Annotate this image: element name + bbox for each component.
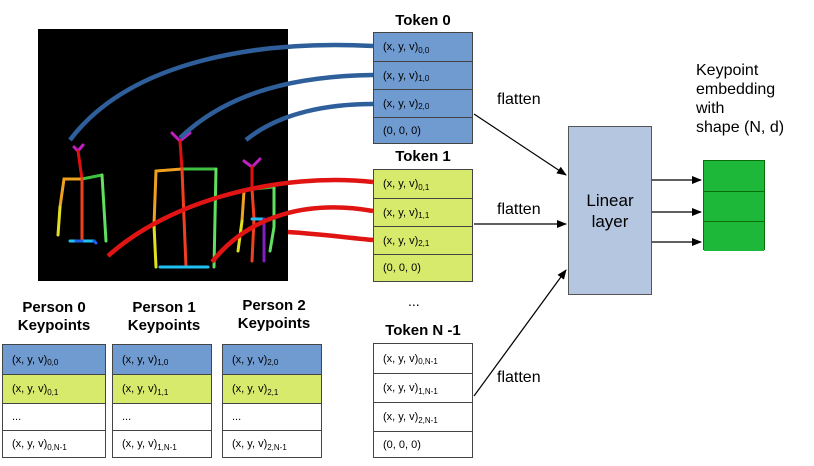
person-0-row-2: ...	[3, 403, 105, 430]
person-0-row-0: (x, y, v)0,0	[3, 345, 105, 374]
token-n-table: (x, y, v)0,N-1 (x, y, v)1,N-1 (x, y, v)2…	[373, 343, 473, 458]
token-n-row-3: (0, 0, 0)	[374, 431, 472, 457]
embedding-cell-1	[704, 191, 764, 221]
token-0-title: Token 0	[395, 12, 451, 29]
connector-blue-person-2	[244, 101, 374, 142]
token-1-row-3: (0, 0, 0)	[374, 254, 472, 281]
token-1-row-0: (x, y, v)0,1	[374, 170, 472, 198]
connector-red-person-0	[106, 177, 374, 258]
connector-blue-person-1	[178, 72, 374, 140]
person-1-row-3: (x, y, v)1,N-1	[113, 430, 211, 457]
embedding-cell-2	[704, 221, 764, 251]
token-1-table: (x, y, v)0,1 (x, y, v)1,1 (x, y, v)2,1 (…	[373, 169, 473, 282]
linear-layer-box: Linear layer	[568, 126, 652, 295]
person-1-row-0: (x, y, v)1,0	[113, 345, 211, 374]
flatten-label-0: flatten	[497, 91, 541, 108]
token-0-row-3: (0, 0, 0)	[374, 117, 472, 143]
token-0-row-2: (x, y, v)2,0	[374, 89, 472, 117]
person-2-table: (x, y, v)2,0 (x, y, v)2,1 ... (x, y, v)2…	[222, 344, 322, 458]
token-n-row-2: (x, y, v)2,N-1	[374, 402, 472, 431]
connector-blue-person-0	[68, 42, 374, 142]
token-1-title: Token 1	[395, 148, 451, 165]
person-2-row-1: (x, y, v)2,1	[223, 374, 321, 403]
person-0-table: (x, y, v)0,0 (x, y, v)0,1 ... (x, y, v)0…	[2, 344, 106, 458]
flatten-label-1: flatten	[497, 201, 541, 218]
linear-layer-line2: layer	[591, 211, 629, 231]
embedding-cell-0	[704, 161, 764, 191]
token-n-title: Token N -1	[385, 322, 461, 339]
token-0-row-1: (x, y, v)1,0	[374, 61, 472, 89]
skeleton-person-1	[152, 131, 218, 269]
token-0-row-0: (x, y, v)0,0	[374, 33, 472, 61]
token-1-row-1: (x, y, v)1,1	[374, 198, 472, 226]
person-1-row-2: ...	[113, 403, 211, 430]
person-1-title: Person 1 Keypoints	[127, 299, 201, 334]
linear-layer-line1: Linear	[586, 190, 634, 210]
arrow-tokenN-to-linear	[473, 269, 567, 397]
person-2-row-0: (x, y, v)2,0	[223, 345, 321, 374]
person-1-row-1: (x, y, v)1,1	[113, 374, 211, 403]
token-ellipsis: ...	[408, 293, 420, 309]
person-2-row-2: ...	[223, 403, 321, 430]
arrow-token0-to-linear	[473, 113, 567, 176]
person-0-row-3: (x, y, v)0,N-1	[3, 430, 105, 457]
person-2-row-3: (x, y, v)2,N-1	[223, 430, 321, 457]
token-n-row-0: (x, y, v)0,N-1	[374, 344, 472, 373]
skeleton-person-0	[56, 143, 108, 245]
token-n-row-1: (x, y, v)1,N-1	[374, 373, 472, 402]
person-1-table: (x, y, v)1,0 (x, y, v)1,1 ... (x, y, v)1…	[112, 344, 212, 458]
person-2-title: Person 2 Keypoints	[237, 297, 311, 332]
connector-red-person-1	[210, 205, 374, 264]
connector-red-person-2	[287, 229, 374, 243]
flatten-label-n: flatten	[497, 369, 541, 386]
token-0-table: (x, y, v)0,0 (x, y, v)1,0 (x, y, v)2,0 (…	[373, 32, 473, 144]
token-1-row-2: (x, y, v)2,1	[374, 226, 472, 254]
embedding-label: Keypoint embedding with shape (N, d)	[696, 62, 785, 136]
person-0-title: Person 0 Keypoints	[17, 299, 91, 334]
person-0-row-1: (x, y, v)0,1	[3, 374, 105, 403]
embedding-output	[703, 160, 765, 251]
